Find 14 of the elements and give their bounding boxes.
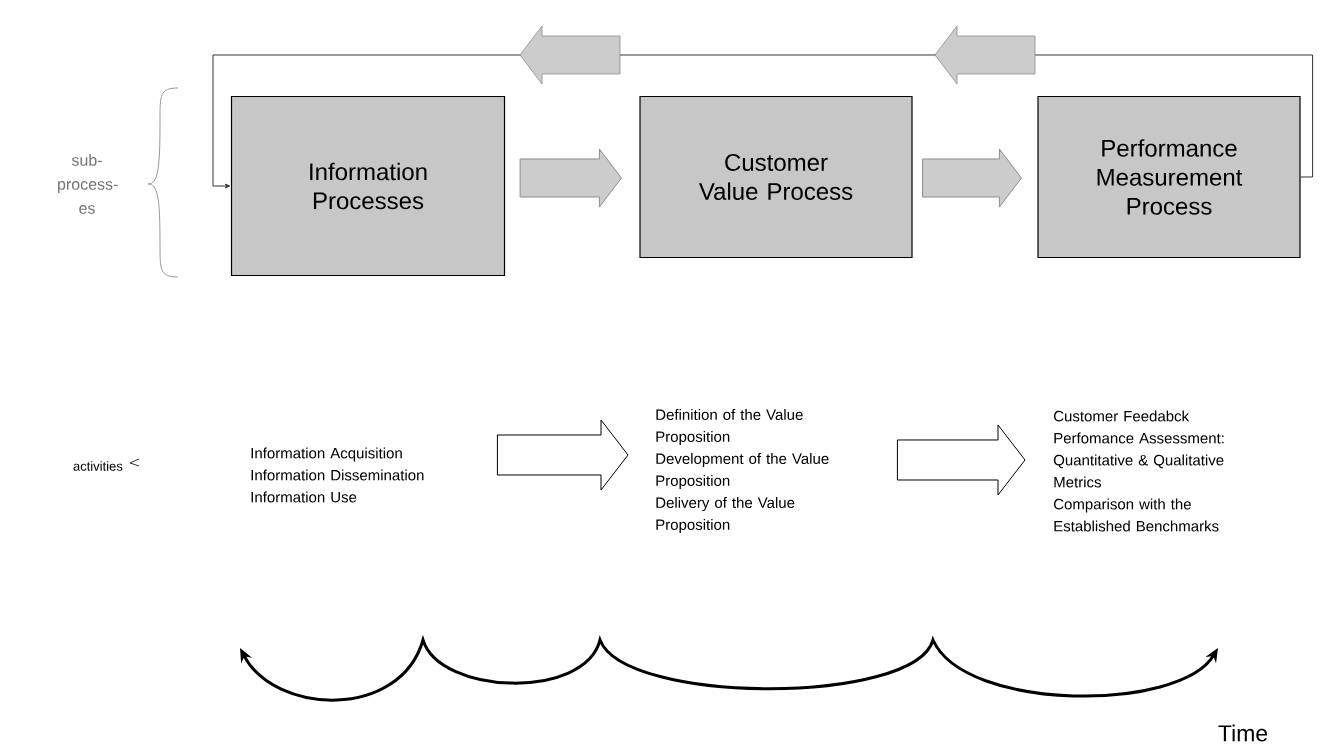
block-arrow (496, 419, 629, 491)
block-arrow (519, 148, 622, 208)
activity-list: Customer Feedabck Perfomance Assessment: Quantitative & Qualitative Metrics Comparison with the Established Benchmarks (1053, 410, 1224, 532)
activity-list: Information Acquisition Information Dissemination Information Use (251, 447, 424, 503)
block-arrow (896, 424, 1026, 496)
process-box: Performance Measurement Process (1037, 95, 1301, 259)
side-label: sub- process- es (58, 154, 118, 214)
process-box: Customer Value Process (639, 95, 913, 259)
activity-list: Definition of the Value Proposition Development of the Value Proposition Delivery of the Value Proposition (656, 409, 829, 533)
process-box: Information Processes (230, 95, 506, 277)
feedback-arrow (212, 25, 1314, 189)
block-arrow (922, 148, 1022, 208)
axis-label: Time (1218, 724, 1268, 742)
side-label: activities (73, 461, 123, 471)
